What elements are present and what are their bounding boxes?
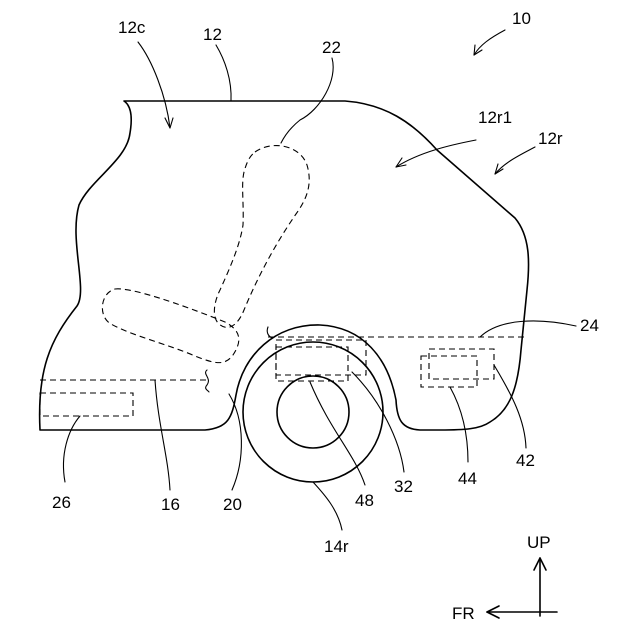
label-22: 22 xyxy=(322,38,341,57)
up-label: UP xyxy=(527,533,551,552)
label-20: 20 xyxy=(223,495,242,514)
leader-12 xyxy=(216,45,231,101)
leader-10 xyxy=(474,30,505,55)
wheelhouse-edge xyxy=(267,327,272,338)
label-26: 26 xyxy=(52,493,71,512)
label-12: 12 xyxy=(203,25,222,44)
label-12r: 12r xyxy=(538,129,563,148)
leader-16-squiggle xyxy=(206,370,209,392)
label-10: 10 xyxy=(512,9,531,28)
label-44: 44 xyxy=(458,469,477,488)
label-24: 24 xyxy=(580,316,599,335)
leader-12c xyxy=(138,42,170,128)
leader-12r1 xyxy=(396,140,476,167)
label-14r: 14r xyxy=(324,537,349,556)
leader-24 xyxy=(480,321,576,337)
component-42-box xyxy=(429,349,494,379)
rear-wheel-hub xyxy=(277,376,349,448)
leader-48 xyxy=(310,382,365,485)
vehicle-body-outline xyxy=(40,101,529,430)
leader-26 xyxy=(63,416,80,482)
label-32: 32 xyxy=(394,477,413,496)
label-12c: 12c xyxy=(118,18,146,37)
leader-16 xyxy=(155,380,170,490)
leader-20 xyxy=(229,394,241,490)
label-16: 16 xyxy=(161,495,180,514)
component-44-box xyxy=(421,356,477,387)
leader-14r xyxy=(313,482,342,530)
leader-42 xyxy=(494,365,526,448)
label-48: 48 xyxy=(355,491,374,510)
leader-44 xyxy=(450,387,468,462)
label-42: 42 xyxy=(516,451,535,470)
label-12r1: 12r1 xyxy=(478,108,512,127)
seat-cushion-outline xyxy=(102,289,238,363)
rear-wheel-outer xyxy=(243,342,383,482)
front-label: FR xyxy=(452,604,475,623)
component-26-box xyxy=(40,393,133,416)
seat-backrest-outline xyxy=(214,146,309,328)
